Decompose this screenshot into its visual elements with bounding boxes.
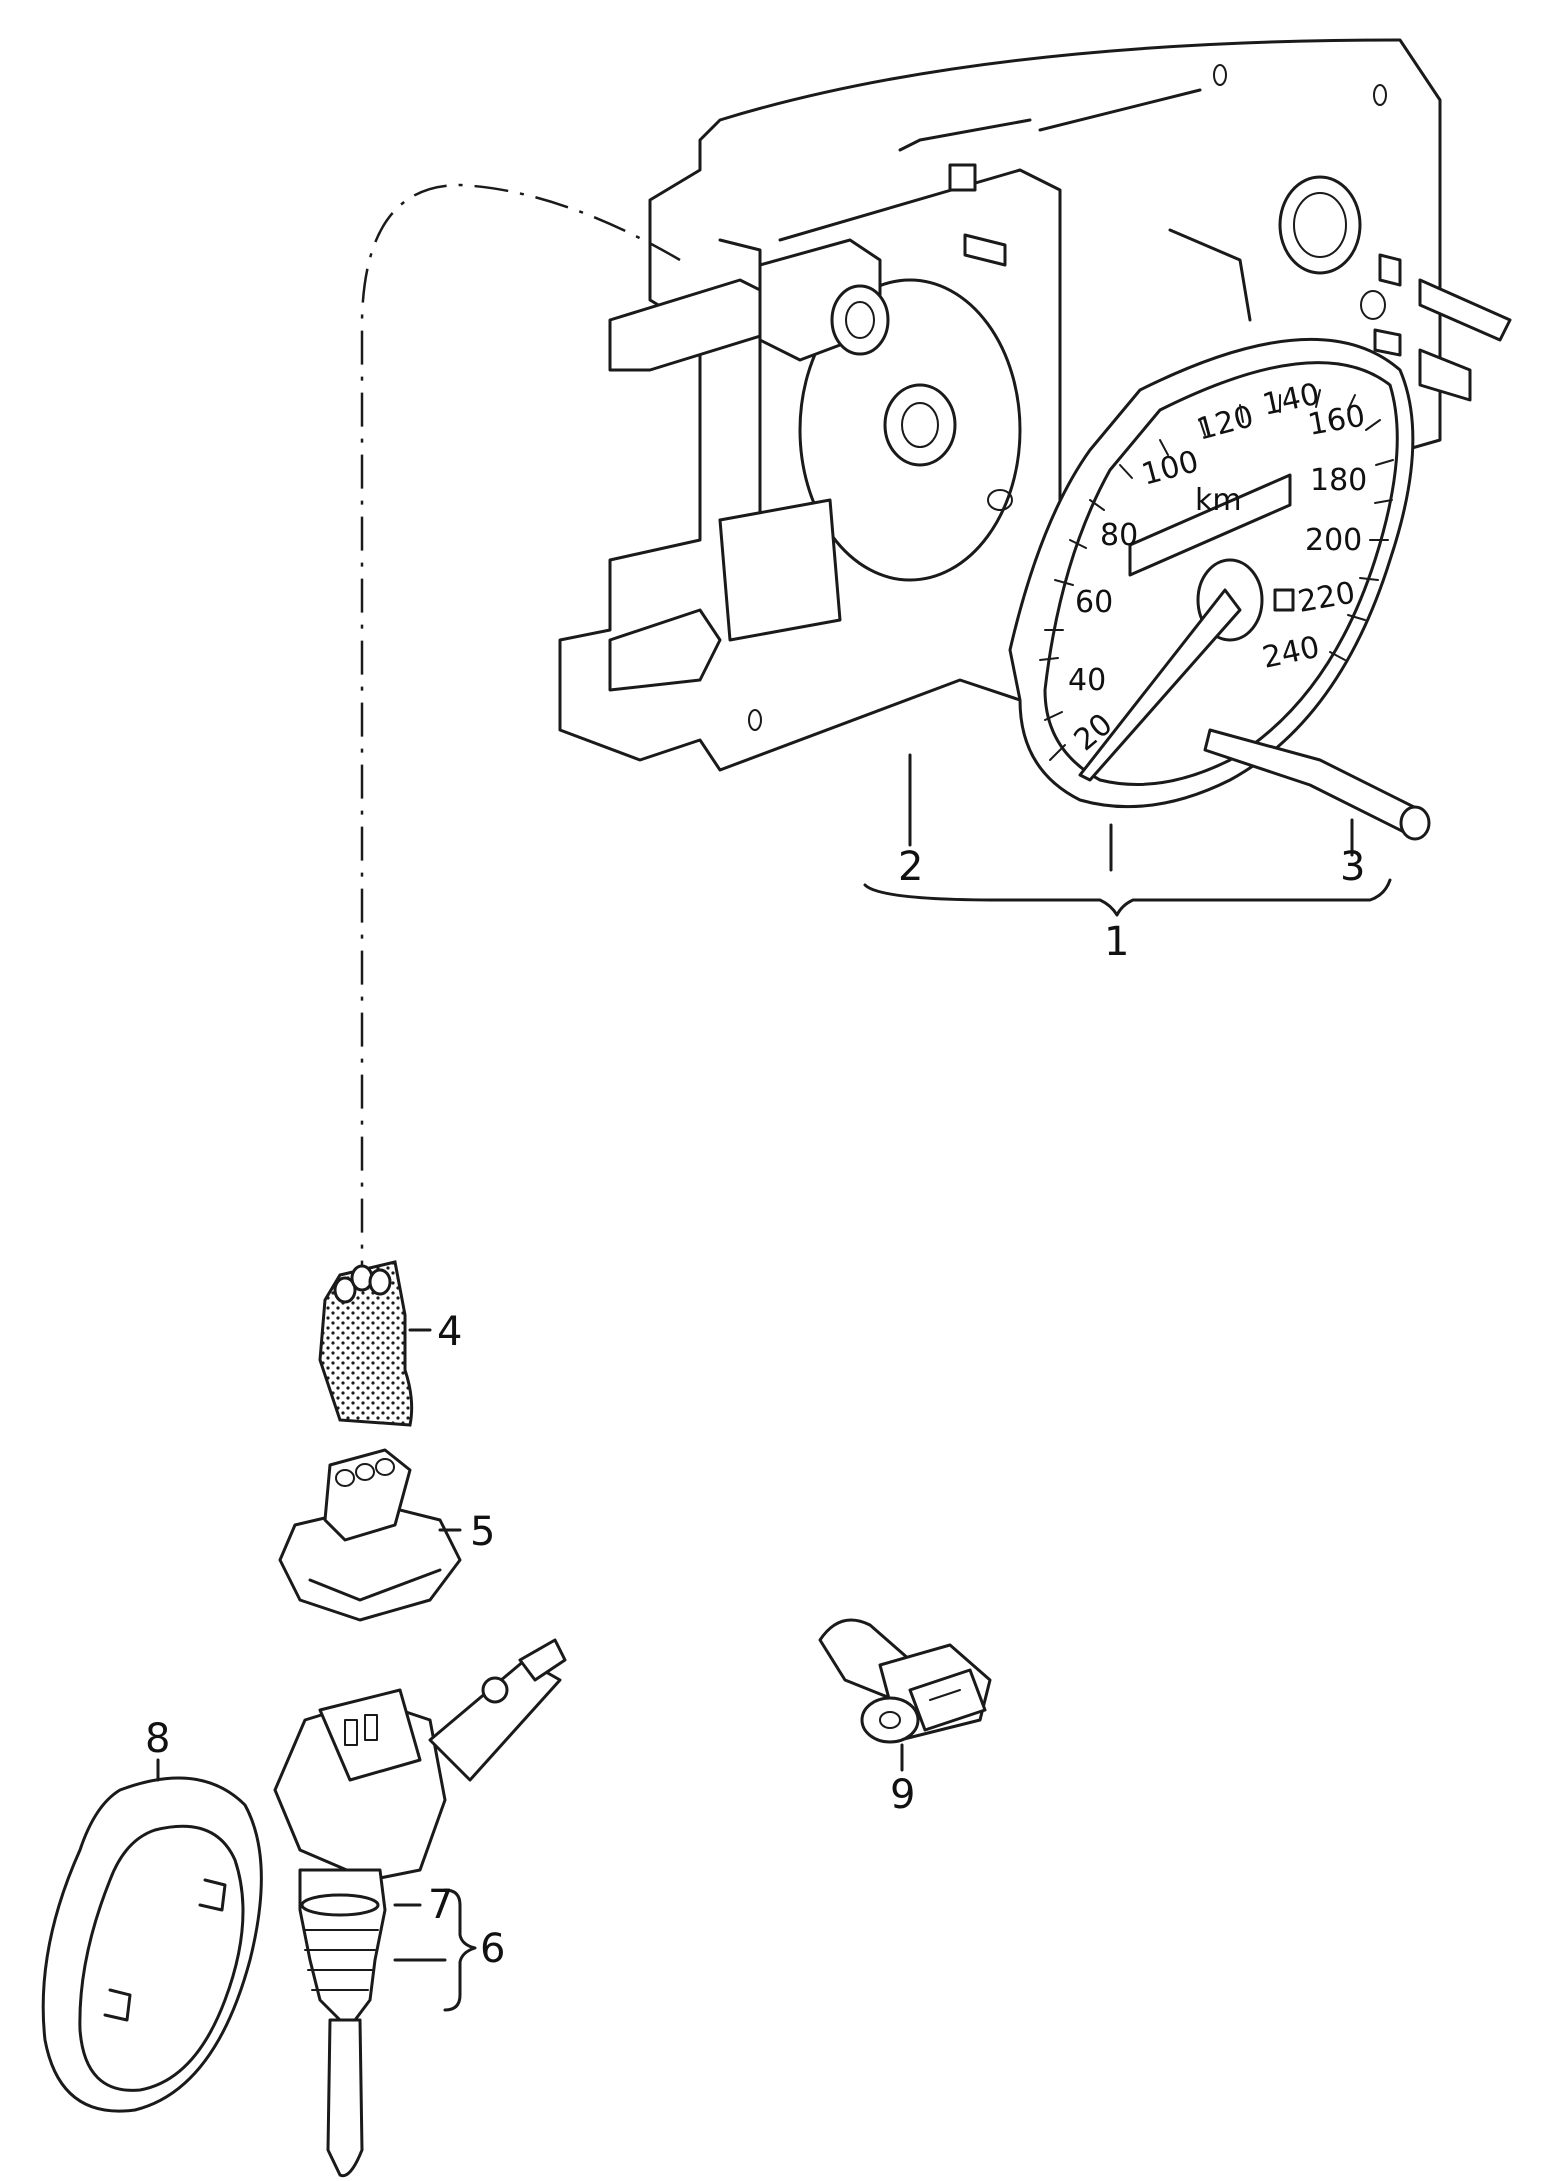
instrument-cluster-housing bbox=[558, 38, 1512, 772]
mounting-ring bbox=[41, 1776, 263, 2113]
dial-label-200: 200 bbox=[1305, 523, 1362, 558]
speedometer-dial: 20 40 60 80 100 120 140 160 180 200 220 … bbox=[1008, 337, 1431, 841]
callout-1: 1 bbox=[1104, 919, 1129, 965]
callout-8: 8 bbox=[145, 1716, 170, 1762]
dial-label-80: 80 bbox=[1100, 518, 1138, 553]
callout-5: 5 bbox=[470, 1509, 495, 1555]
dial-label-180: 180 bbox=[1310, 463, 1367, 498]
speed-sender-sensor bbox=[273, 1638, 567, 2178]
callout-7: 7 bbox=[428, 1882, 453, 1928]
callout-6: 6 bbox=[480, 1926, 505, 1972]
seal-ring bbox=[300, 1893, 380, 1917]
dial-ticks bbox=[1039, 389, 1394, 761]
connector-base bbox=[278, 1448, 462, 1622]
callout-2: 2 bbox=[898, 844, 923, 890]
dial-label-60: 60 bbox=[1075, 585, 1113, 620]
connector-housing bbox=[318, 1260, 432, 1427]
callout-3: 3 bbox=[1340, 844, 1365, 890]
leaders-cluster bbox=[863, 753, 1392, 917]
leaders-sensor bbox=[393, 1888, 477, 2012]
dial-label-40: 40 bbox=[1068, 663, 1106, 698]
callout-4: 4 bbox=[437, 1309, 462, 1355]
callout-labels: 1 2 3 4 5 6 7 8 9 bbox=[145, 844, 1365, 1972]
dial-unit-label: km bbox=[1195, 483, 1242, 518]
small-sensor bbox=[818, 1618, 992, 1744]
wiring-path-line bbox=[360, 183, 681, 1265]
callout-9: 9 bbox=[890, 1772, 915, 1818]
